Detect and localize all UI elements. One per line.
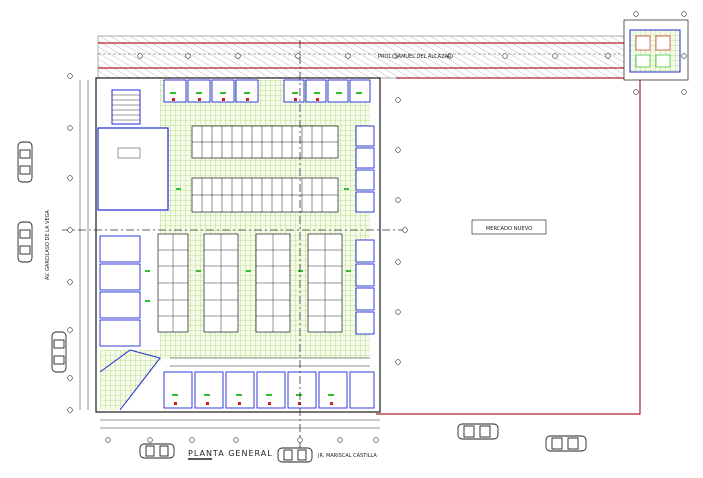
right-shop-column (355, 125, 375, 335)
street-label-left: AV. GARCILASO DE LA VEGA (45, 209, 51, 280)
left-shop-column (99, 235, 141, 347)
plan-title: PLANTA GENERAL (188, 449, 273, 458)
mercado-nuevo-lot: MERCADO NUEVO (376, 77, 641, 415)
top-corridor (97, 35, 687, 79)
column-marker-icon (67, 11, 687, 443)
axis-lines (62, 40, 405, 460)
top-shop-row (163, 79, 371, 103)
stair-icon (111, 89, 141, 125)
annex-building (623, 19, 689, 81)
street-label-top: PROL. SAMUEL DEL ALCAZAR (378, 54, 452, 60)
dimension-lines (79, 80, 380, 429)
street-label-bottom: JR. MARISCAL CASTILLA (317, 453, 377, 459)
main-building (95, 77, 381, 413)
bottom-shop-row (163, 371, 375, 409)
car-icon (17, 141, 587, 463)
market-label: MERCADO NUEVO (486, 226, 533, 232)
